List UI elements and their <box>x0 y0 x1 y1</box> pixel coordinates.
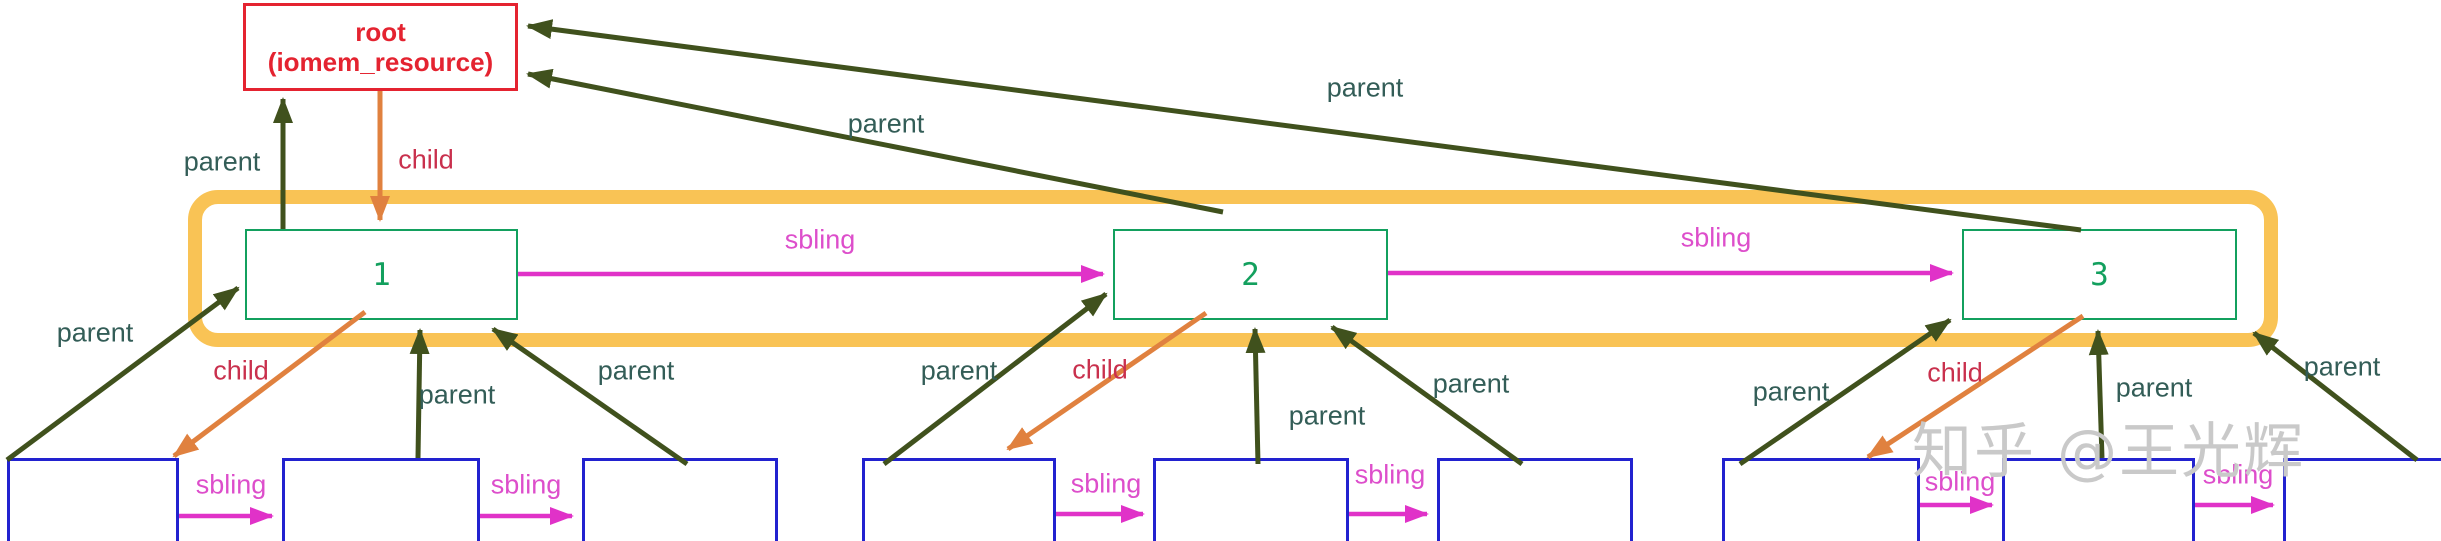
sibling-label: sbling <box>1070 468 1142 499</box>
parent-label: parent <box>597 355 675 386</box>
sibling-label: sbling <box>784 224 856 255</box>
parent-label: parent <box>1326 72 1404 103</box>
parent-label: parent <box>56 317 134 348</box>
child-label: child <box>398 144 454 175</box>
child-box-2-3 <box>1437 458 1633 541</box>
child-box-3-1 <box>1722 458 1920 541</box>
child-box-3-3 <box>2283 458 2441 541</box>
parent-arrow-child22-to-node2 <box>1245 327 1266 465</box>
child-box-2-2 <box>1153 458 1349 541</box>
node-box-2: 2 <box>1113 229 1388 320</box>
child-box-1-2 <box>282 458 480 541</box>
parent-label: parent <box>920 355 998 386</box>
child-box-1-3 <box>582 458 778 541</box>
node-3-label: 3 <box>2090 256 2109 293</box>
child-box-2-1 <box>862 458 1056 541</box>
child-label: child <box>1072 354 1128 385</box>
node-2-label: 2 <box>1241 256 1260 293</box>
parent-label: parent <box>847 108 925 139</box>
node-box-1: 1 <box>245 229 518 320</box>
parent-label: parent <box>1752 376 1830 407</box>
parent-label: parent <box>418 379 496 410</box>
child-label: child <box>213 355 269 386</box>
root-node-box: root (iomem_resource) <box>243 3 518 91</box>
node-1-label: 1 <box>372 256 391 293</box>
sibling-label: sbling <box>490 469 562 500</box>
sibling-label: sbling <box>1354 459 1426 490</box>
sibling-label: sbling <box>1680 222 1752 253</box>
child-box-1-1 <box>7 458 179 541</box>
parent-label: parent <box>1432 368 1510 399</box>
sibling-label: sbling <box>2202 459 2274 490</box>
parent-arrow-child13-to-node1 <box>491 326 689 467</box>
parent-label: parent <box>2115 372 2193 403</box>
child-label: child <box>1927 357 1983 388</box>
parent-label: parent <box>2303 351 2381 382</box>
sibling-label: sbling <box>195 469 267 500</box>
zhihu-watermark: 知乎 @王光辉 <box>1912 417 2306 487</box>
child-box-3-2 <box>2002 458 2195 541</box>
parent-label: parent <box>1288 400 1366 431</box>
parent-label: parent <box>183 146 261 177</box>
sibling-label: sbling <box>1924 466 1996 497</box>
node-box-3: 3 <box>1962 229 2237 320</box>
root-node-title: root <box>355 17 406 47</box>
root-node-subtitle: (iomem_resource) <box>267 47 494 77</box>
